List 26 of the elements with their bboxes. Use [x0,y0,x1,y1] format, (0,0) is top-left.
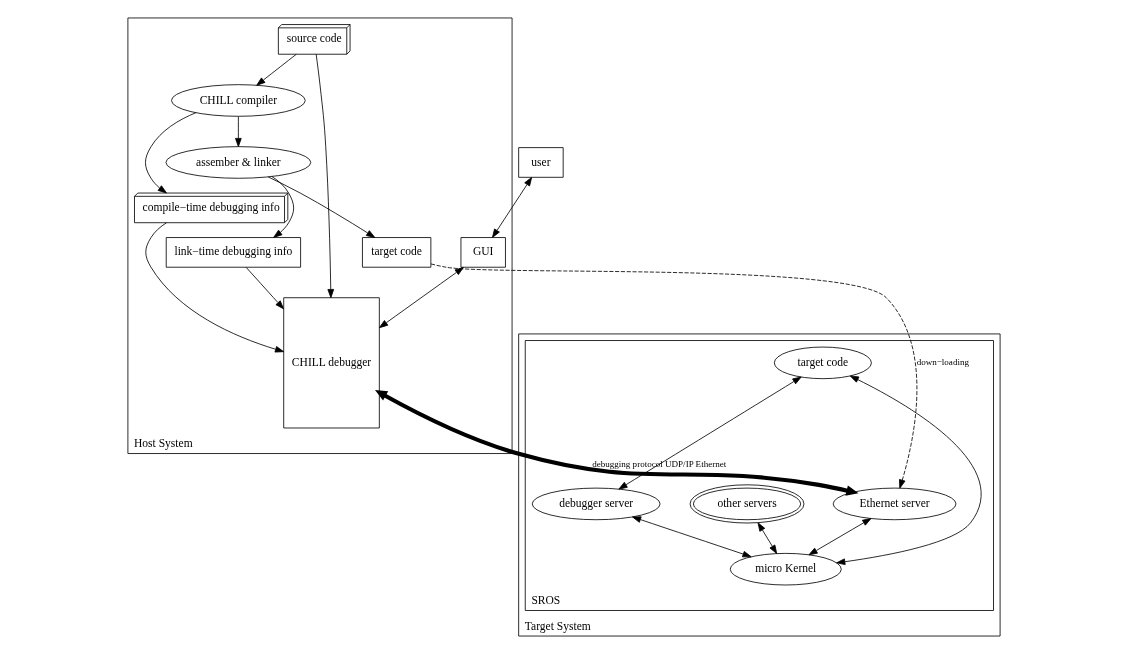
arrow [245,267,284,310]
node-ellipse: CHILL compiler [171,84,306,117]
arrow [836,375,982,565]
node-ellipse: target code [773,346,872,380]
arrow [618,376,802,490]
arrow [492,177,533,238]
arrow [256,53,297,86]
arrow [808,518,872,556]
arrow [267,176,376,238]
arrow [632,516,752,558]
arrow [757,522,778,554]
edge-label: debugging protocol UDP/IP Ethernet [592,459,727,470]
arrow [235,116,242,148]
node-box: CHILL debugger [283,297,380,429]
node-ellipse: assember & linker [165,146,312,179]
arrow [145,112,197,194]
node-box: GUI [460,237,506,268]
node-box: link−time debugging info [165,237,301,268]
arrow [375,390,859,496]
arrow [315,53,335,299]
arrow [430,263,918,489]
node-box: user [518,147,564,178]
arrow [271,176,295,238]
edge-label: down−loading [916,357,969,368]
node-box: target code [362,237,432,268]
arrow [379,267,464,329]
